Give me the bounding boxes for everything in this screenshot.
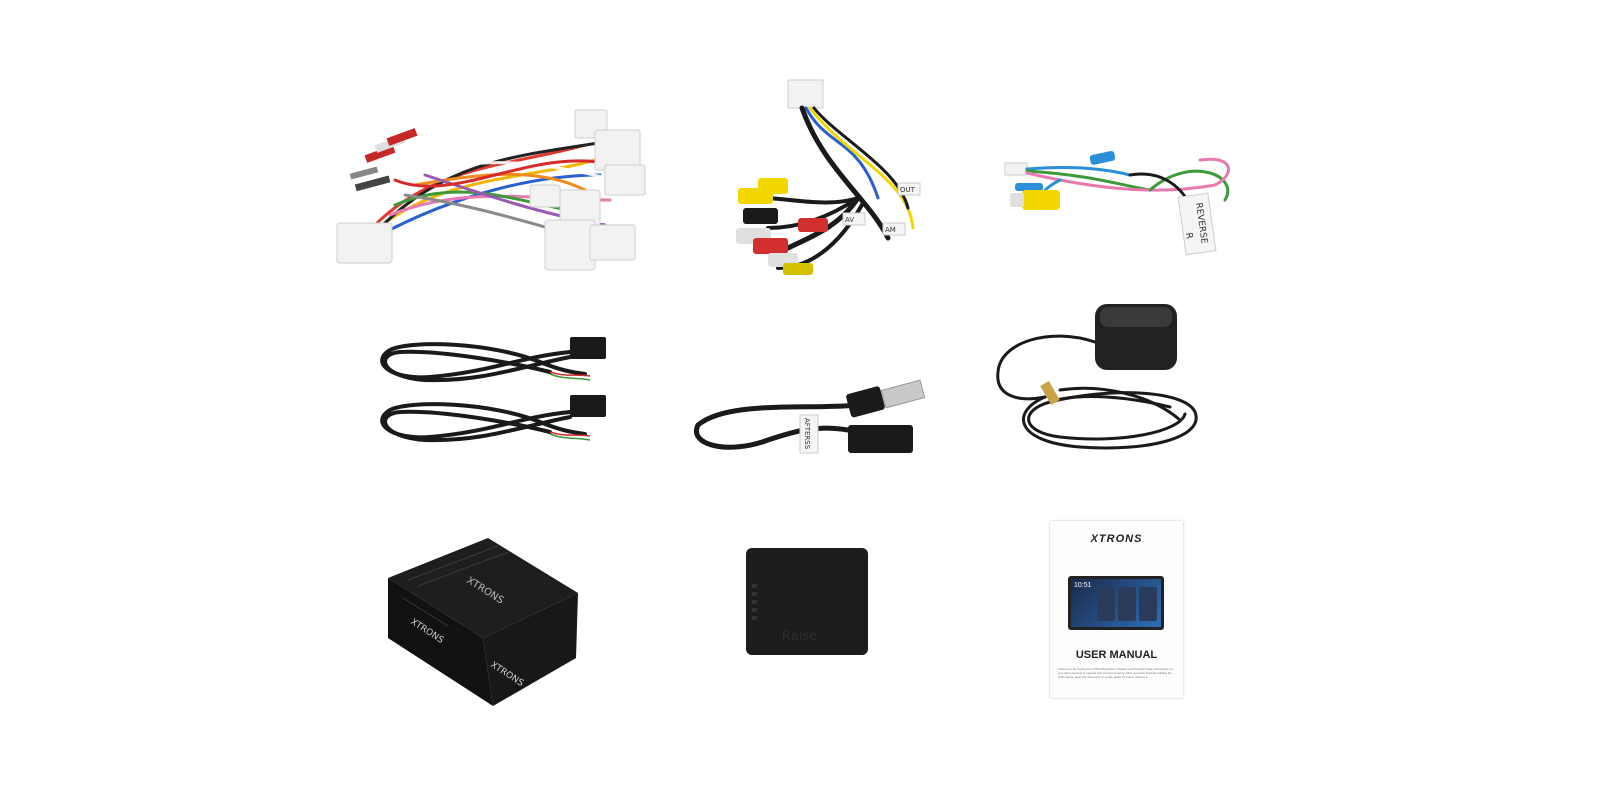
usb-adapter-cable: AFTERSS [688, 370, 928, 460]
main-wiring-harness [335, 105, 650, 275]
camera-tag-rear: R [1183, 232, 1194, 240]
usb-adapter-cable-image: AFTERSS [694, 379, 926, 454]
manual-screen-display: 10:51 [1071, 579, 1161, 627]
manual-brand: XTRONS [1090, 533, 1143, 545]
screen-widget-2 [1118, 587, 1136, 621]
usb-cables [370, 332, 620, 447]
rca-tag-3: AM [885, 226, 896, 234]
main-wiring-harness-image [336, 109, 646, 271]
manual-body-text: Thank you for buying this XTRONS product… [1058, 667, 1173, 679]
manual-screen-time: 10:51 [1074, 582, 1092, 589]
usb-adapter-tag: AFTERSS [803, 418, 811, 450]
black-module-image: Raise [746, 548, 868, 655]
screen-widget-3 [1139, 587, 1157, 621]
gps-antenna [990, 302, 1205, 457]
rca-tag-1: AV [845, 216, 854, 224]
manual-title: USER MANUAL [1075, 649, 1158, 661]
rca-tag-2: OUT [900, 186, 916, 194]
gps-antenna-image [996, 304, 1198, 450]
black-module: Raise [746, 548, 868, 655]
product-box-image: XTRONS XTRONS XTRONS [388, 538, 578, 706]
rca-av-harness-image: AV OUT AM [736, 79, 921, 275]
reverse-camera-cable-image: REVERSE R [1004, 150, 1230, 256]
manual-screen: 10:51 [1068, 576, 1164, 630]
product-box: XTRONS XTRONS XTRONS [388, 538, 578, 706]
rca-av-harness: AV OUT AM [728, 78, 928, 278]
module-emboss: Raise [782, 629, 817, 644]
reverse-camera-cable: REVERSE R [1000, 145, 1240, 260]
screen-widget-1 [1097, 587, 1115, 621]
usb-cables-image [380, 337, 606, 443]
user-manual: XTRONS 10:51 USER MANUAL Thank you for b… [1050, 521, 1183, 698]
